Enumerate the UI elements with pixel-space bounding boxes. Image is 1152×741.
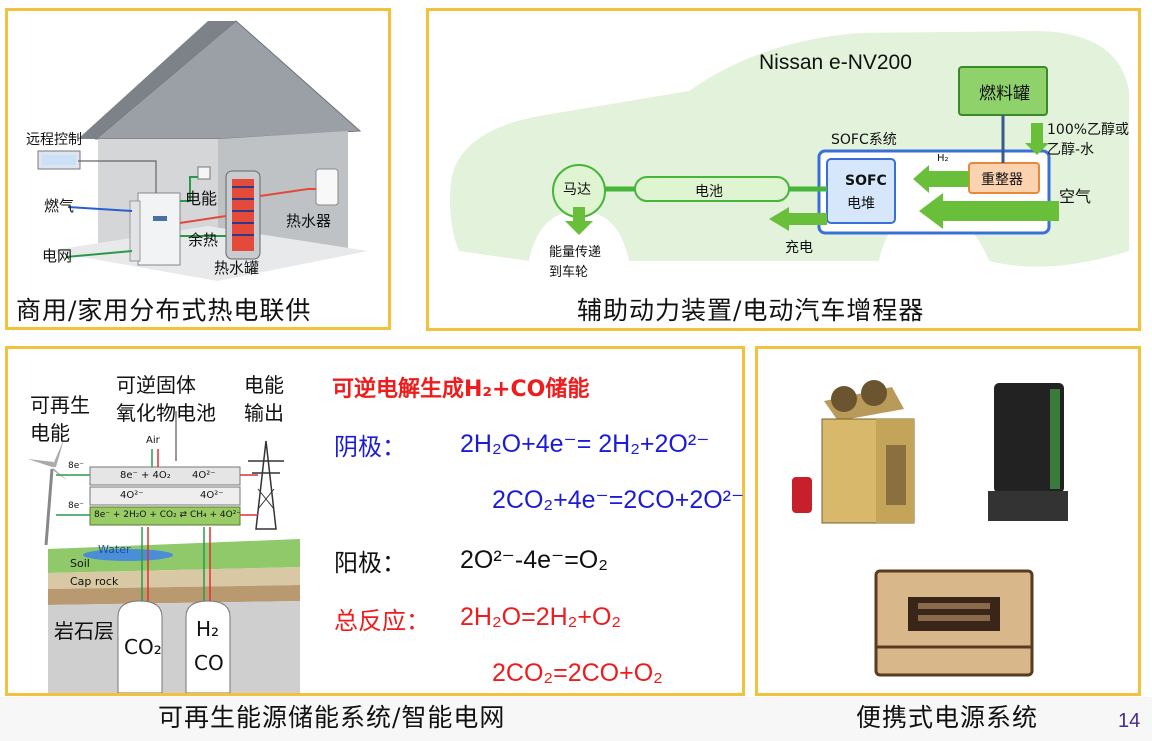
charge-label: 充电 [785,240,813,256]
sofc-stack-line1: SOFC [845,173,887,189]
air-label: 空气 [1059,187,1092,206]
cathode-equation-1: 2H₂O+4e⁻= 2H₂+2O²⁻ [460,430,710,458]
grid-label: 电网 [42,247,73,265]
cell-layer1-left: 8e⁻ + 4O₂ [120,470,171,481]
cell-layer2-right: 4O²⁻ [200,490,224,501]
hot-water-tank-label: 热水罐 [214,259,260,277]
sofc-stack-line2: 电堆 [847,196,875,212]
cathode-equation-2: 2CO₂+4e⁻=2CO+2O²⁻ [492,486,745,514]
anode-label: 阳极： [334,549,406,577]
overall-equation-2: 2CO₂=2CO+O₂ [492,659,663,687]
portable-caption-bottom: 便携式电源系统 [856,703,1039,732]
reformer-label: 重整器 [981,172,1023,188]
cell-layer2-left: 4O²⁻ [120,490,144,501]
cell-layer3: 8e⁻ + 2H₂O + CO₂ ⇄ CH₄ + 4O²⁻ [94,510,242,520]
reversible-cell-diagram [28,411,300,693]
wheel-label-line2: 到车轮 [549,265,589,280]
gas-label: 燃气 [44,197,75,215]
h2-label: H₂ [937,153,949,164]
output-label-line2: 输出 [244,401,284,425]
cathode-label: 阴极： [334,433,406,461]
chp-caption: 商用/家用分布式热电联供 [16,296,312,325]
waste-heat-label: 余热 [188,231,219,249]
soil-label: Soil [70,557,90,570]
portable-power-panel: 便携式电源系统 [755,346,1141,696]
cap-rock-label: Cap rock [70,575,119,588]
storage-title: 可逆电解生成H₂+CO储能 [332,377,590,402]
h2-reservoir-label: H₂ [196,617,220,641]
water-label: Water [98,543,131,556]
overall-equation-1: 2H₂O=2H₂+O₂ [460,603,622,631]
portable-units-illustration [792,380,1068,677]
range-extender-panel: Nissan e-NV200 燃料罐 100%乙醇或 乙醇-水 SOFC系统 H… [426,8,1141,331]
range-extender-caption: 辅助动力装置/电动汽车增程器 [577,296,925,325]
co2-reservoir-label: CO₂ [124,635,162,659]
electron-bottom-label: 8e⁻ [68,501,85,511]
vehicle-name: Nissan e-NV200 [759,51,912,74]
power-label: 电能 [185,189,218,208]
cell-layer1-right: 4O²⁻ [192,470,216,481]
energy-storage-panel: 可再生 电能 可逆固体 氧化物电池 电能 输出 Air 8e⁻ + 4O₂ 4O… [5,346,745,696]
house-illustration [37,20,368,281]
cell-label-line1: 可逆固体 [116,373,196,397]
sofc-system-label: SOFC系统 [831,132,897,148]
footer-band [0,697,1152,741]
renewable-label-line1: 可再生 [30,393,90,417]
remote-control-label: 远程控制 [26,132,82,148]
co-reservoir-label: CO [194,651,224,675]
air-small-label: Air [146,435,160,446]
fuel-note-line1: 100%乙醇或 [1047,122,1130,138]
fuel-note-line2: 乙醇-水 [1047,142,1095,158]
anode-equation: 2O²⁻-4e⁻=O₂ [460,546,608,574]
cell-label-line2: 氧化物电池 [116,401,216,425]
vehicle-diagram [450,31,1129,267]
fuel-tank-label: 燃料罐 [979,84,1030,104]
water-heater-label: 热水器 [286,212,332,230]
overall-label: 总反应： [334,607,430,635]
chp-panel: 远程控制 燃气 电网 电能 余热 热水器 热水罐 商用/家用分布式热电联供 [5,8,391,330]
page-number: 14 [1118,710,1141,732]
renewable-label-line2: 电能 [30,421,70,445]
output-label-line1: 电能 [244,373,284,397]
motor-label: 马达 [563,182,591,198]
battery-label: 电池 [695,184,723,200]
wheel-label-line1: 能量传递 [549,245,602,260]
electron-top-label: 8e⁻ [68,461,85,471]
storage-caption: 可再生能源储能系统/智能电网 [158,703,506,732]
rock-layer-label: 岩石层 [54,619,114,643]
